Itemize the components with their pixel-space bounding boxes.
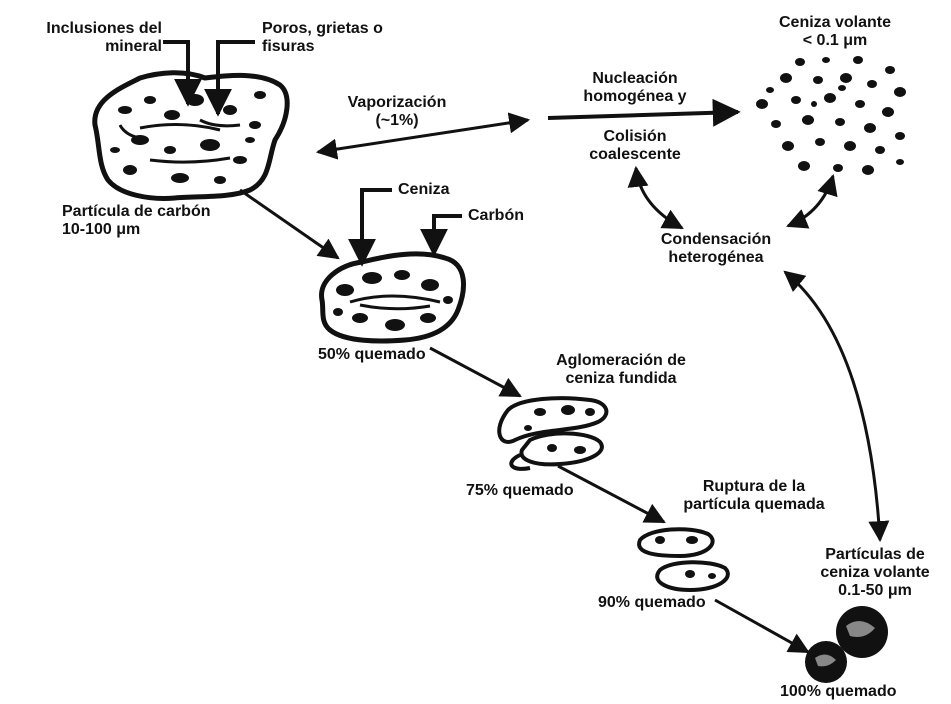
ash-pointer <box>362 190 392 264</box>
nucleation-arrow <box>548 112 738 118</box>
collision-condensation-arrow <box>636 168 682 228</box>
burned-100-label: 100% quemado <box>780 683 896 701</box>
vaporization-label: Vaporización(~1%) <box>332 94 462 130</box>
burned-75-label: 75% quemado <box>466 482 574 500</box>
carbon-pointer <box>434 216 462 254</box>
burned-50-label: 50% quemado <box>318 346 426 364</box>
carbon-label: Carbón <box>468 207 524 225</box>
flow-arrow-4 <box>715 600 808 652</box>
burned-90-label: 90% quemado <box>598 594 706 612</box>
particle-50-shape <box>322 254 464 341</box>
ash-label: Ceniza <box>398 181 450 199</box>
particle-100-shape <box>805 606 888 683</box>
coal-particle-shape <box>95 73 287 199</box>
flow-arrow-1 <box>240 190 338 258</box>
particle-75-shape <box>499 398 606 469</box>
fly-ash-small-label: Ceniza volante< 0.1 μm <box>760 14 910 50</box>
particle-90-shape <box>639 529 728 590</box>
fine-fly-ash-cloud <box>756 56 906 175</box>
cloud-condensation-arrow <box>788 176 833 226</box>
flow-arrow-2 <box>430 348 520 396</box>
